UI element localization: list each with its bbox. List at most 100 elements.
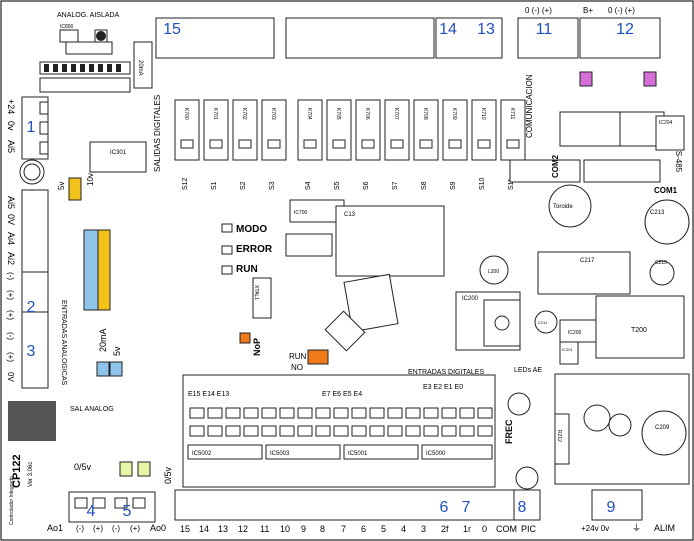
label-digital-outputs: SALIDAS DIGITALES: [153, 95, 162, 172]
digital-input-number: 9: [301, 524, 306, 534]
jumper-orange-1: [239, 332, 251, 344]
svg-text:COM2: COM2: [551, 154, 560, 178]
input-optocoupler: [333, 407, 349, 419]
digital-input-number: 0: [482, 524, 487, 534]
com1-block: [583, 159, 661, 183]
relay-output-label: S9: [450, 181, 457, 190]
callout-marker-5: 5: [123, 503, 132, 520]
svg-text:B+: B+: [583, 6, 593, 15]
callout-marker-6: 6: [440, 499, 449, 516]
svg-text:Controlador Integrado: Controlador Integrado: [9, 476, 15, 525]
toroide-coil: [548, 184, 592, 228]
input-optocoupler: [315, 425, 331, 437]
jumper-magenta-2: [643, 71, 657, 87]
input-optocoupler: [243, 407, 259, 419]
ic201: [559, 341, 579, 365]
input-optocouplers: [189, 407, 493, 437]
relay-output-label: S6: [363, 181, 370, 190]
jumper-magenta-1: [579, 71, 593, 87]
callout-marker-14: 14: [439, 21, 457, 38]
analog-isolated-block: 20mA: [39, 29, 153, 93]
relay-output-label: S8: [421, 181, 428, 190]
digital-input-number: 14: [199, 524, 209, 534]
svg-text:Toroide: Toroide: [553, 204, 573, 210]
label-ai5-top: Ai5: [6, 140, 16, 153]
label-plus24: +24: [6, 99, 16, 114]
callout-marker-9: 9: [607, 499, 616, 516]
com2-block: [509, 159, 581, 183]
label-model: CP122: [11, 454, 23, 488]
ic5000: [421, 444, 493, 460]
digital-input-number: 11: [260, 524, 269, 534]
relay-output-label: S4: [305, 181, 312, 190]
label-modo: MODO: [236, 224, 267, 235]
svg-text:XTAL1: XTAL1: [253, 285, 259, 300]
digital-input-number: 4: [401, 524, 406, 534]
terminal-block-power: [591, 489, 643, 521]
relay-label: K711: [509, 108, 515, 120]
digital-input-number: 2f: [441, 524, 449, 534]
svg-text:C215: C215: [655, 260, 667, 266]
digital-input-number: 1r: [463, 524, 471, 534]
input-optocoupler: [297, 425, 313, 437]
relay-label: K710: [480, 108, 486, 120]
label-0v-top: 0v: [6, 121, 16, 131]
svg-text:FREC: FREC: [504, 419, 514, 444]
input-optocoupler: [351, 425, 367, 437]
input-optocoupler: [261, 425, 277, 437]
relay-k707: K707: [384, 99, 410, 161]
terminal-block-digital-inputs: [174, 489, 516, 521]
digital-input-number: 13: [218, 524, 228, 534]
relay-label: K706: [364, 108, 370, 120]
input-optocoupler: [405, 407, 421, 419]
svg-text:0 (-) (+): 0 (-) (+): [608, 6, 635, 15]
svg-text:(+): (+): [6, 352, 15, 362]
svg-text:+24v 0v: +24v 0v: [581, 524, 609, 533]
relay-k700: K700: [174, 99, 200, 161]
relay-k708: K708: [413, 99, 439, 161]
relay-k706: K706: [355, 99, 381, 161]
digital-input-number: 6: [361, 524, 366, 534]
svg-text:IC201: IC201: [562, 347, 573, 352]
input-optocoupler: [333, 425, 349, 437]
svg-text:C209: C209: [655, 425, 670, 431]
svg-text:IC206: IC206: [568, 330, 582, 336]
capacitor-c213: [644, 199, 690, 245]
input-optocoupler: [279, 425, 295, 437]
svg-text:IC301: IC301: [110, 150, 127, 156]
svg-text:0/5v: 0/5v: [74, 462, 92, 472]
svg-text:20mA: 20mA: [137, 60, 143, 76]
input-optocoupler: [387, 407, 403, 419]
digital-input-number: 15: [180, 524, 190, 534]
relay-output-label: S10: [479, 177, 486, 190]
digital-input-number: 7: [341, 524, 346, 534]
relay-label: K709: [451, 108, 457, 120]
svg-text:PIC: PIC: [521, 524, 537, 534]
input-optocoupler: [369, 407, 385, 419]
callout-marker-13: 13: [477, 21, 495, 38]
input-optocoupler: [225, 425, 241, 437]
input-optocoupler: [369, 425, 385, 437]
svg-text:E3 E2 E1 E0: E3 E2 E1 E0: [423, 384, 463, 391]
svg-text:NoP: NoP: [252, 338, 262, 356]
relay-label: K708: [422, 108, 428, 120]
svg-text:C217: C217: [580, 258, 595, 264]
jumper-blue-20ma: [96, 361, 110, 377]
label-analog-isolated: ANALOG. AISLADA: [57, 12, 120, 19]
input-optocoupler: [189, 425, 205, 437]
input-optocoupler: [297, 407, 313, 419]
svg-text:Ai2: Ai2: [6, 252, 16, 265]
svg-text:0V: 0V: [6, 372, 15, 382]
svg-text:⏚: ⏚: [632, 523, 641, 533]
svg-text:Ao1: Ao1: [47, 523, 63, 533]
svg-text:C213: C213: [650, 210, 665, 216]
svg-text:Ao0: Ao0: [150, 523, 166, 533]
svg-text:ALIM: ALIM: [654, 523, 675, 533]
svg-text:IC5000: IC5000: [426, 451, 446, 457]
svg-text:E7 E6 E5 E4: E7 E6 E5 E4: [322, 391, 362, 398]
svg-text:C13: C13: [344, 212, 356, 218]
